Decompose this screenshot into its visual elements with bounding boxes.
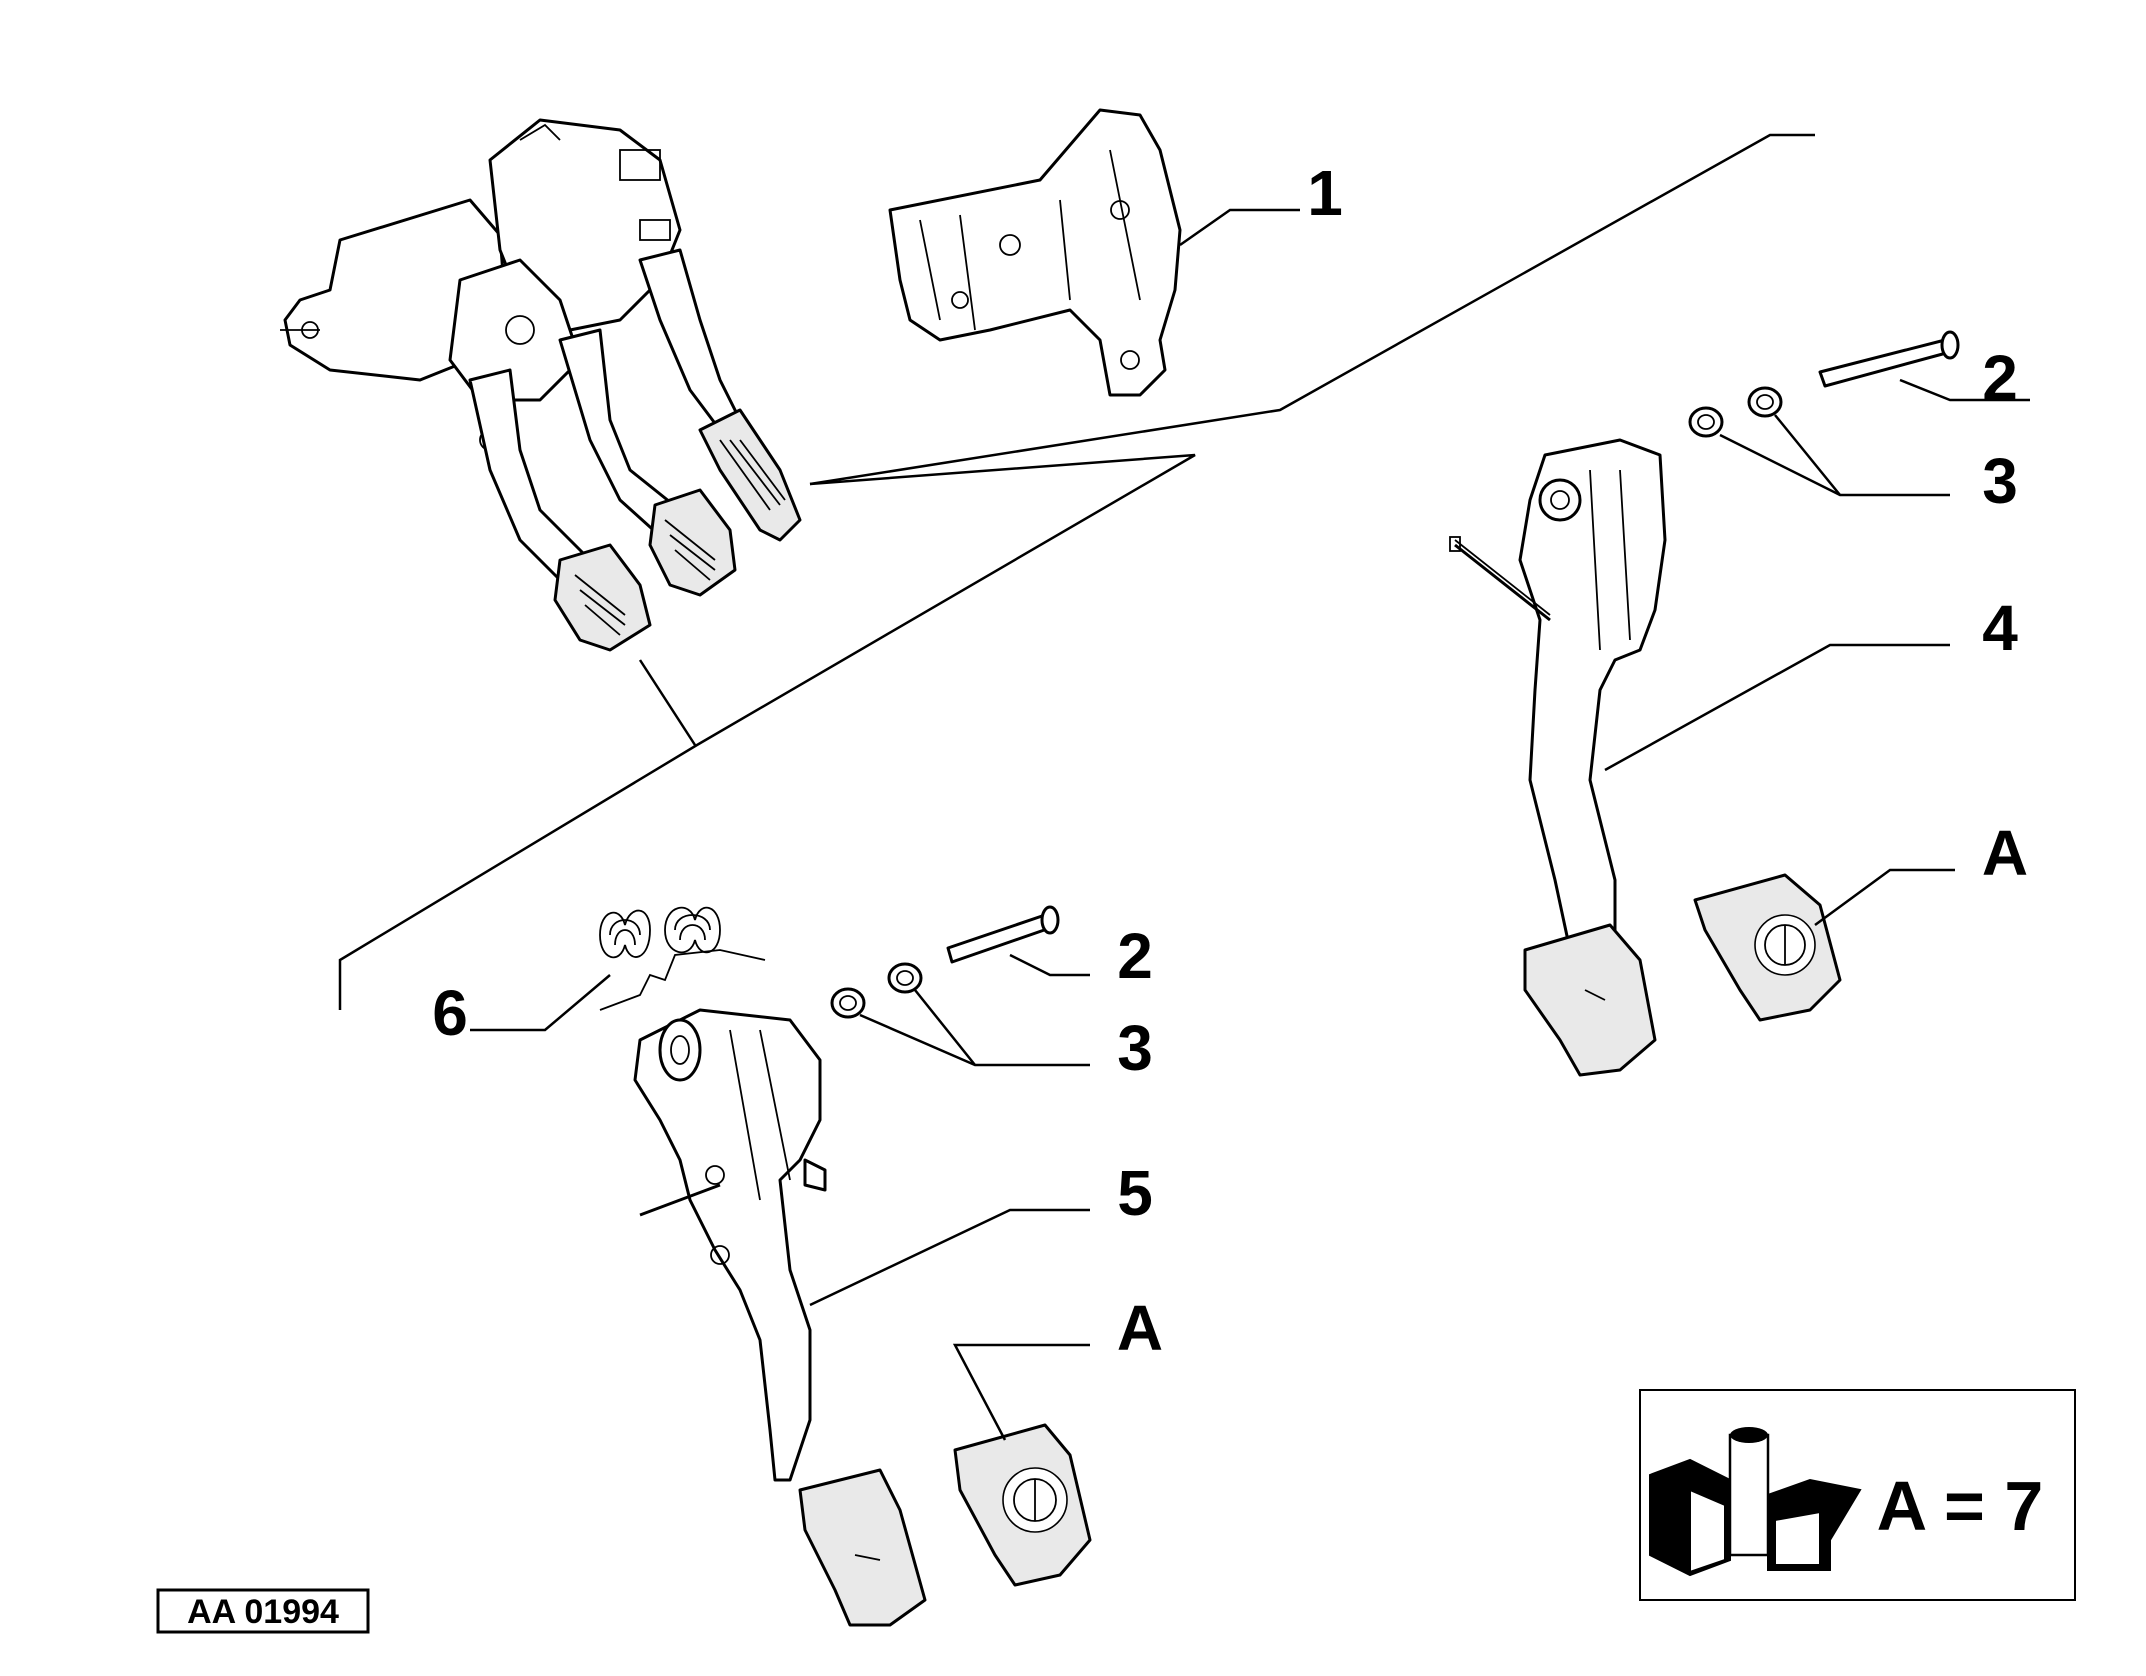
part-a-pad-cover-left <box>953 1423 1092 1587</box>
callout-3-left: 3 <box>1117 1012 1153 1084</box>
group-leader-left <box>338 453 1196 1010</box>
part-6-springs <box>599 906 766 1011</box>
drawing-code: AA 01994 <box>187 1593 339 1631</box>
parts-kit-icon <box>1649 1427 1862 1577</box>
callout-a-right: A <box>1982 817 2028 889</box>
kit-note-box: A = 7 <box>1639 1389 2076 1601</box>
part-1-bracket <box>888 108 1182 397</box>
callout-2-left: 2 <box>1117 920 1153 992</box>
callout-3-right: 3 <box>1982 445 2018 517</box>
part-4-pedal <box>1449 438 1667 1077</box>
kit-note: A = 7 <box>1877 1467 2044 1545</box>
callout-4: 4 <box>1982 592 2018 664</box>
part-3-bushings-right <box>1688 386 1783 438</box>
group-leader-right <box>809 133 1815 486</box>
part-a-pad-cover-right <box>1693 873 1842 1022</box>
part-3-bushings-left <box>830 962 923 1019</box>
callout-5: 5 <box>1117 1157 1153 1229</box>
pedal-box-assembly <box>280 118 802 652</box>
callout-6: 6 <box>432 977 468 1049</box>
part-2-pin-right <box>1818 330 1960 388</box>
callout-1: 1 <box>1307 157 1343 229</box>
part-2-pin-left <box>946 905 1060 964</box>
part-5-pedal <box>633 1008 927 1627</box>
callout-2-right: 2 <box>1982 342 2018 414</box>
drawing-code-box: AA 01994 <box>156 1588 370 1634</box>
callout-a-left: A <box>1117 1292 1163 1364</box>
